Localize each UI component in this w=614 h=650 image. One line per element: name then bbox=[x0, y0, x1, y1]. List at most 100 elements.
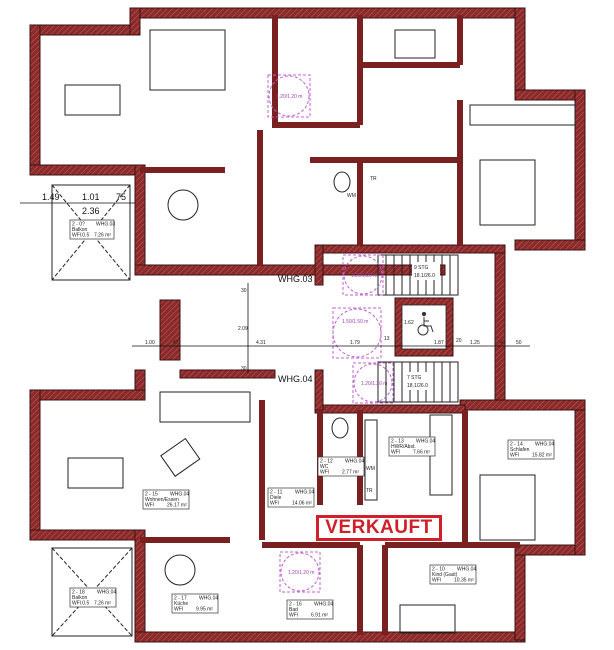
exterior-walls-lower bbox=[29, 369, 586, 643]
stairs-lower-ratio: 18.1/26.0 bbox=[407, 383, 428, 389]
room-id: 2 - 16 bbox=[289, 602, 302, 608]
room-name: Diele bbox=[270, 495, 282, 501]
dim-label: 20 bbox=[456, 338, 462, 344]
dim-label: 50 bbox=[516, 340, 522, 346]
dryer-mark: TR bbox=[370, 176, 377, 182]
dim-label: 1.79 bbox=[350, 340, 360, 346]
room-id: 2 - 15 bbox=[145, 492, 158, 498]
room-label-box bbox=[317, 456, 365, 477]
room-area: 7.26 m² bbox=[94, 233, 111, 239]
room-wfl: WFl.0.5 bbox=[72, 601, 89, 607]
room-wfl: WFl bbox=[432, 578, 441, 584]
dim-label: 1.87 bbox=[434, 340, 444, 346]
room-name: Küche bbox=[174, 601, 188, 607]
room-name: HWR/Abst. bbox=[391, 444, 416, 450]
stairs-upper: 9 STG 18.1/26.0 bbox=[377, 254, 459, 296]
turning-circles: 1.20/1.20 m 1.20/1.20 m 1.50/1.50 m 1.20… bbox=[267, 74, 394, 593]
room-unit: WHG.04 bbox=[345, 459, 364, 465]
room-area: 7.26 m² bbox=[94, 601, 111, 607]
room-label-box bbox=[142, 489, 190, 510]
interior-walls bbox=[140, 15, 520, 635]
room-id: 2 - 0? bbox=[72, 222, 85, 228]
turning-circle-label: 1.20/1.20 m bbox=[361, 381, 387, 387]
room-area: 2.77 m² bbox=[342, 470, 359, 476]
room-label-box bbox=[388, 436, 436, 457]
apartment-label-lower: WHG.04 bbox=[278, 374, 313, 384]
room-label-box bbox=[286, 599, 334, 620]
room-unit: WHG.03 bbox=[96, 222, 115, 228]
dimension-corridor: 1.00 47 4.31 1.79 13 1.87 20 1.25 47 50 … bbox=[132, 283, 530, 373]
room-area: 9.95 m² bbox=[196, 607, 213, 613]
room-name: Balkon bbox=[72, 227, 88, 233]
room-name: Wohnen/Essen bbox=[145, 497, 179, 503]
room-wfl: WFl bbox=[145, 503, 154, 509]
dim-label: 47 bbox=[173, 340, 179, 346]
dim-label: 30 bbox=[241, 366, 247, 372]
turning-circle-label: 1.20/1.20 m bbox=[351, 273, 377, 279]
dim-label: 2.36 bbox=[82, 206, 100, 216]
room-wfl: WFl bbox=[391, 450, 400, 456]
room-name: Balkon bbox=[72, 595, 88, 601]
dim-label: 75 bbox=[116, 192, 126, 202]
turning-circle-label: 1.50/1.50 m bbox=[342, 319, 368, 325]
balcony-upper: 2 - 0? WHG.03 Balkon WFl.0.5 7.26 m² bbox=[51, 184, 131, 281]
room-id: 2 - 12 bbox=[320, 459, 333, 465]
dim-label: 1.00 bbox=[145, 340, 155, 346]
room-unit: WHG.04 bbox=[457, 567, 476, 573]
dim-label: 1.49 bbox=[42, 192, 60, 202]
room-name: WC bbox=[320, 464, 329, 470]
room-area: 14.06 m² bbox=[292, 501, 312, 507]
room-id: 2 - 17 bbox=[174, 596, 187, 602]
room-label-box bbox=[69, 587, 117, 608]
dim-label: 2.09 bbox=[238, 326, 248, 332]
room-wfl: WFl bbox=[510, 453, 519, 459]
dim-label: 30 bbox=[241, 288, 247, 294]
stairs-upper-ratio: 18.1/26.0 bbox=[414, 273, 435, 279]
room-unit: WHG.04 bbox=[199, 596, 218, 602]
exterior-walls-upper bbox=[29, 7, 586, 406]
stairs-upper-steps: 9 STG bbox=[414, 265, 429, 271]
dim-label: 1.25 bbox=[470, 340, 480, 346]
room-area: 26.17 m² bbox=[167, 503, 187, 509]
room-name: Schlafen bbox=[510, 447, 530, 453]
room-id: 2 - 10 bbox=[432, 567, 445, 573]
room-unit: WHG.04 bbox=[295, 490, 314, 496]
room-id: 2 - 18 bbox=[72, 590, 85, 596]
room-id: 2 - 11 bbox=[270, 490, 283, 496]
room-area: 6.91 m² bbox=[311, 613, 328, 619]
furniture bbox=[64, 29, 576, 634]
sold-stamp: VERKAUFT bbox=[316, 515, 442, 541]
dryer-mark: TR bbox=[366, 488, 373, 494]
room-unit: WHG.04 bbox=[170, 492, 189, 498]
room-label-box bbox=[429, 564, 477, 585]
room-unit: WHG.04 bbox=[416, 439, 435, 445]
room-name: Bad bbox=[289, 607, 298, 613]
washer-mark: WM bbox=[347, 193, 356, 199]
room-unit: WHG.04 bbox=[314, 602, 333, 608]
room-id: 2 - 14 bbox=[510, 442, 523, 448]
room-wfl: WFl bbox=[270, 501, 279, 507]
room-area: 15.82 m² bbox=[532, 453, 552, 459]
dim-label: 1.62 bbox=[404, 320, 414, 326]
turning-circle-label: 1.20/1.20 m bbox=[276, 94, 302, 100]
room-area: 10.35 m² bbox=[454, 578, 474, 584]
dim-label: 1.01 bbox=[82, 192, 100, 202]
turning-circle-label: 1.20/1.20 m bbox=[288, 570, 314, 576]
stairs-lower: 7 STG 18.1/26.0 bbox=[377, 361, 459, 403]
room-wfl: WFl.0.5 bbox=[72, 233, 89, 239]
room-label-box bbox=[267, 487, 315, 508]
room-label-box bbox=[507, 439, 555, 460]
room-label-box bbox=[171, 593, 219, 614]
washer-mark: WM bbox=[366, 466, 375, 472]
dimension-balcony: 1.49 1.01 75 2.36 bbox=[20, 192, 135, 216]
room-id: 2 - 13 bbox=[391, 439, 404, 445]
